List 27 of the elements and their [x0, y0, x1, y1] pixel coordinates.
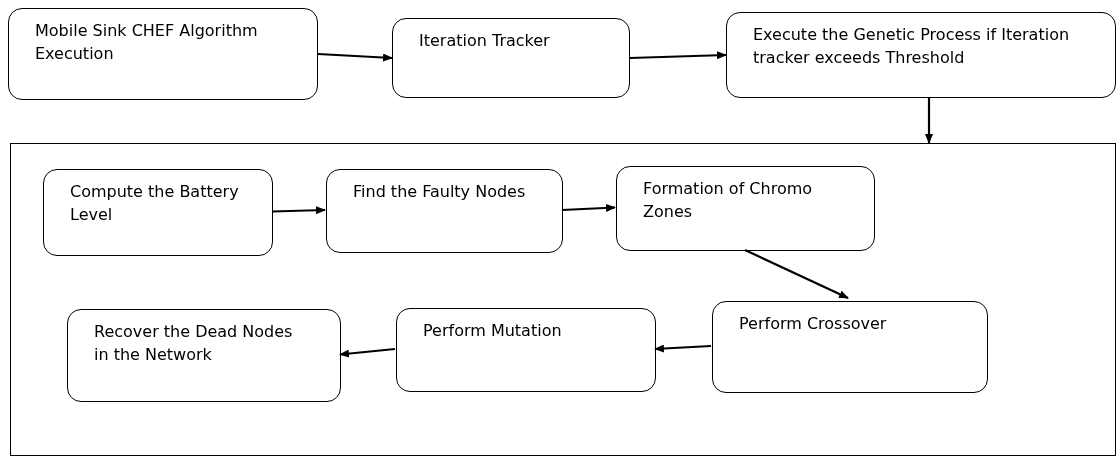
arrow	[744, 249, 849, 299]
process-box	[326, 169, 563, 253]
box-label: Find the Faulty Nodes	[353, 181, 527, 203]
process-box	[392, 18, 630, 98]
process-box	[43, 169, 273, 256]
arrow	[317, 52, 393, 62]
group-frame	[10, 143, 1116, 456]
arrow	[561, 203, 616, 212]
box-label: Compute the Battery Level	[70, 181, 240, 226]
process-box	[8, 8, 318, 100]
box-label: Mobile Sink CHEF Algorithm Execution	[35, 20, 259, 65]
box-label: Execute the Genetic Process if Iteration tracker exceeds Threshold	[753, 24, 1071, 69]
box-label: Formation of Chromo Zones	[643, 178, 814, 223]
box-label: Perform Crossover	[739, 313, 888, 335]
process-box	[726, 12, 1116, 98]
process-box	[396, 308, 656, 392]
box-label: Perform Mutation	[423, 320, 563, 342]
arrow	[339, 347, 396, 358]
arrow	[629, 51, 727, 60]
arrow	[271, 206, 326, 215]
box-label: Recover the Dead Nodes in the Network	[94, 321, 294, 366]
arrow	[925, 98, 933, 144]
process-box	[67, 309, 341, 402]
process-box	[712, 301, 988, 393]
process-box	[616, 166, 875, 251]
box-label: Iteration Tracker	[419, 30, 551, 52]
arrow	[654, 344, 712, 353]
